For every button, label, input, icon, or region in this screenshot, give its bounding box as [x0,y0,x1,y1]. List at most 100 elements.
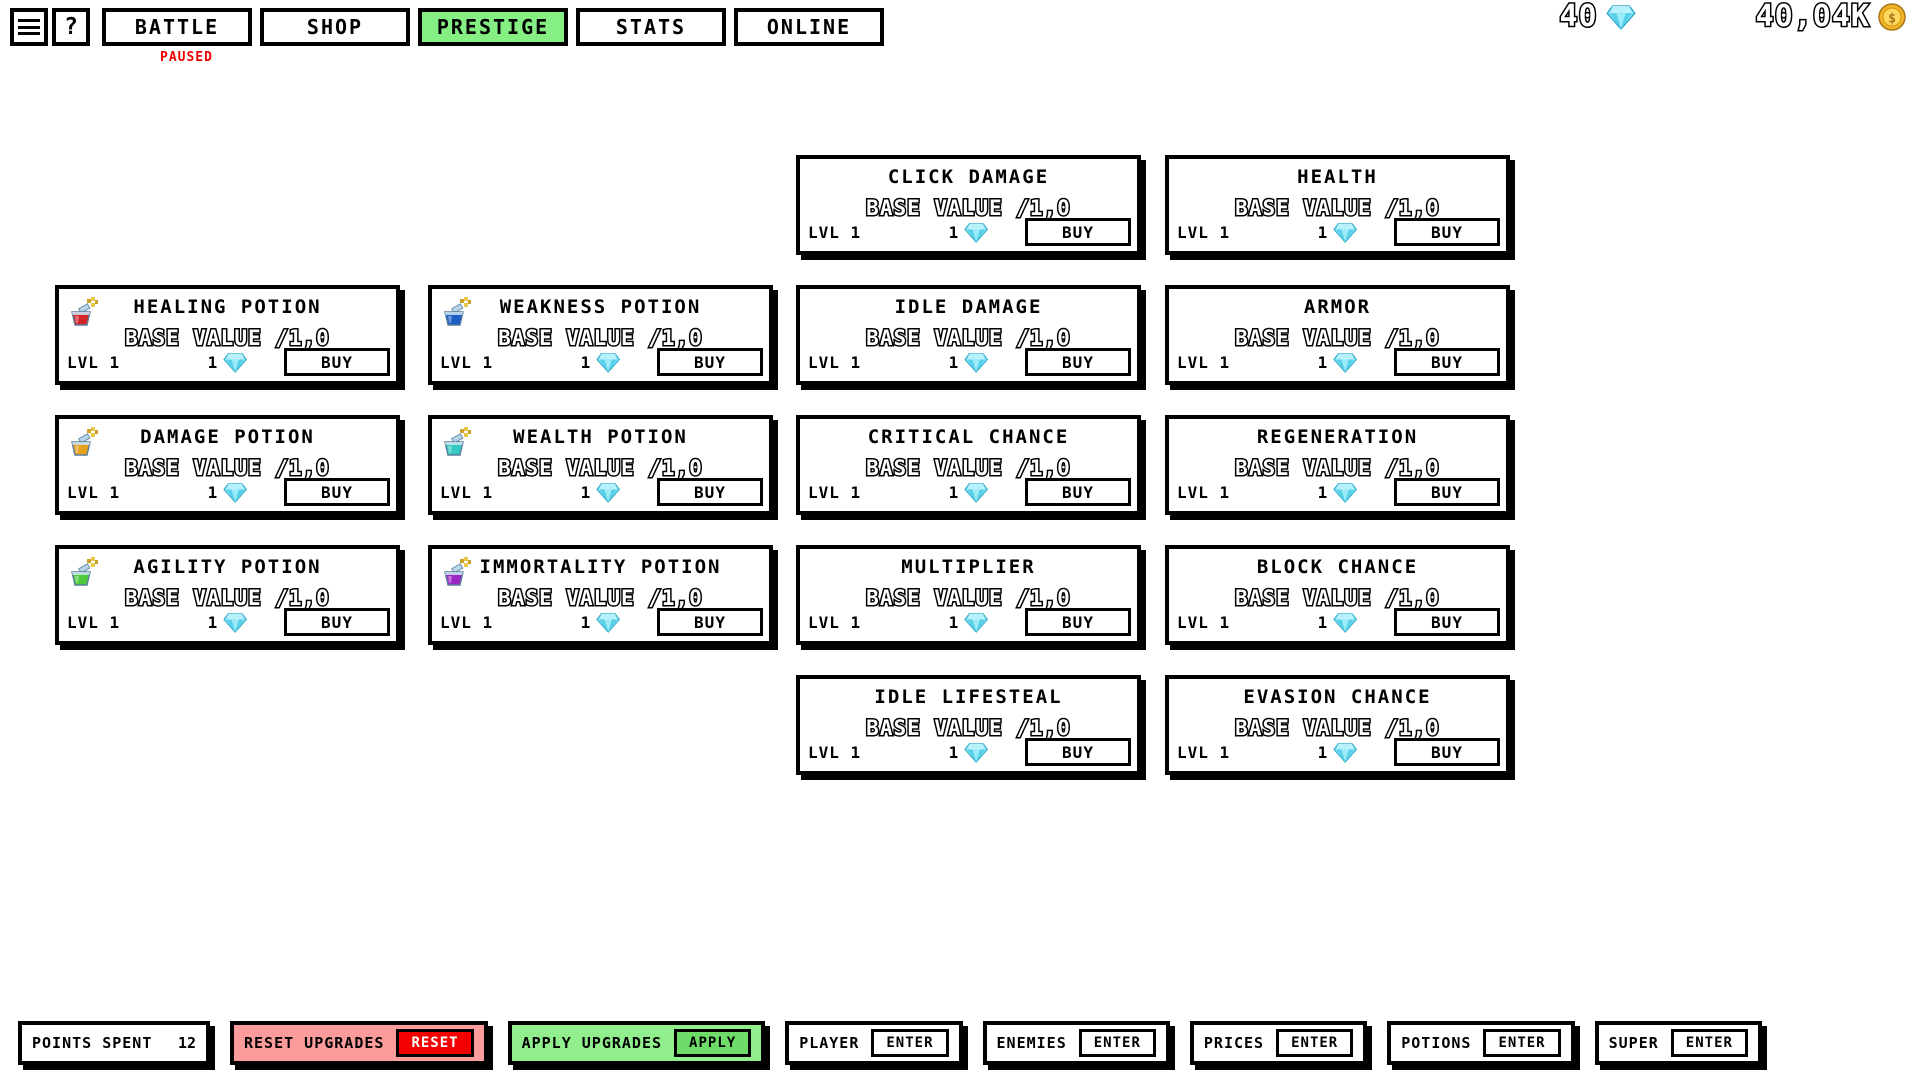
card-level: LVL 1 [808,222,862,242]
tab-stats[interactable]: STATS [576,8,726,46]
card-base-value: BASE VALUE /1,0 [1234,715,1441,741]
card-cost: 1 [949,742,989,763]
buy-button[interactable]: BUY [284,608,390,636]
buy-button[interactable]: BUY [1394,478,1500,506]
tab-shop[interactable]: SHOP [260,8,410,46]
card-cost: 1 [949,222,989,243]
card-level: LVL 1 [1177,222,1231,242]
card-title: EVASION CHANCE [1243,686,1432,708]
card-cost-value: 1 [207,612,218,632]
tab-prestige[interactable]: PRESTIGE [418,8,568,46]
buy-button[interactable]: BUY [1025,218,1131,246]
help-button[interactable]: ? [52,8,90,46]
card-level: LVL 1 [1177,352,1231,372]
buy-button[interactable]: BUY [284,348,390,376]
card-footer: LVL 1 1 BUY [800,477,1137,507]
question-mark-icon: ? [64,13,78,40]
card-cost-value: 1 [580,612,591,632]
buy-button[interactable]: BUY [284,478,390,506]
card-level: LVL 1 [67,482,121,502]
buy-button[interactable]: BUY [1025,478,1131,506]
card-footer: LVL 1 1 BUY [59,607,396,637]
card-level: LVL 1 [808,352,862,372]
enemies-enter-button[interactable]: ENTER [1078,1029,1156,1057]
card-cost: 1 [949,482,989,503]
prices-enter-button[interactable]: ENTER [1276,1029,1354,1057]
card-title: HEALING POTION [133,296,322,318]
reset-button[interactable]: RESET [396,1029,474,1057]
card-level: LVL 1 [1177,482,1231,502]
menu-button[interactable] [10,8,48,46]
buy-button[interactable]: BUY [657,608,763,636]
gem-amount: 40 [1558,0,1598,34]
buy-button[interactable]: BUY [657,348,763,376]
prices-panel: PRICES ENTER [1189,1021,1368,1065]
buy-button[interactable]: BUY [1394,608,1500,636]
card-title: IDLE DAMAGE [894,296,1043,318]
buy-button[interactable]: BUY [1025,348,1131,376]
super-enter-button[interactable]: ENTER [1670,1029,1748,1057]
card-footer: LVL 1 1 BUY [800,347,1137,377]
card-level: LVL 1 [440,612,494,632]
super-label: SUPER [1608,1034,1659,1052]
buy-button[interactable]: BUY [657,478,763,506]
card-level: LVL 1 [67,612,121,632]
points-spent-value: 12 [177,1034,196,1052]
card-cost-value: 1 [948,352,959,372]
points-spent-label: POINTS SPENT [32,1034,153,1052]
card-cost: 1 [581,482,621,503]
buy-button[interactable]: BUY [1394,218,1500,246]
card-base-value: BASE VALUE /1,0 [124,455,331,481]
card-level: LVL 1 [808,482,862,502]
card-footer: LVL 1 1 BUY [800,217,1137,247]
player-enter-button[interactable]: ENTER [871,1029,949,1057]
potions-enter-button[interactable]: ENTER [1483,1029,1561,1057]
card-base-value: BASE VALUE /1,0 [865,585,1072,611]
player-label: PLAYER [799,1034,860,1052]
gem-icon [596,612,621,633]
enemies-panel: ENEMIES ENTER [982,1021,1170,1065]
card-title: ARMOR [1303,296,1372,318]
card-cost-value: 1 [948,742,959,762]
card-cost-value: 1 [580,482,591,502]
buy-button[interactable]: BUY [1394,348,1500,376]
potion-icon [67,295,101,329]
tab-online[interactable]: ONLINE [734,8,884,46]
buy-button[interactable]: BUY [1025,738,1131,766]
apply-button[interactable]: APPLY [674,1029,752,1057]
apply-upgrades-panel: APPLY UPGRADES APPLY [507,1021,766,1065]
tab-battle[interactable]: BATTLE [102,8,252,46]
reset-upgrades-label: RESET UPGRADES [244,1034,385,1052]
gem-currency: 40 [1558,0,1636,34]
coin-currency: 40,04K $ [1754,0,1906,33]
gem-icon [964,222,989,243]
buy-button[interactable]: BUY [1025,608,1131,636]
buy-button[interactable]: BUY [1394,738,1500,766]
gem-icon [1333,352,1358,373]
hamburger-icon [18,19,40,35]
gem-icon [1333,612,1358,633]
card-cost-value: 1 [207,482,218,502]
card-base-value: BASE VALUE /1,0 [497,325,704,351]
enemies-label: ENEMIES [996,1034,1067,1052]
